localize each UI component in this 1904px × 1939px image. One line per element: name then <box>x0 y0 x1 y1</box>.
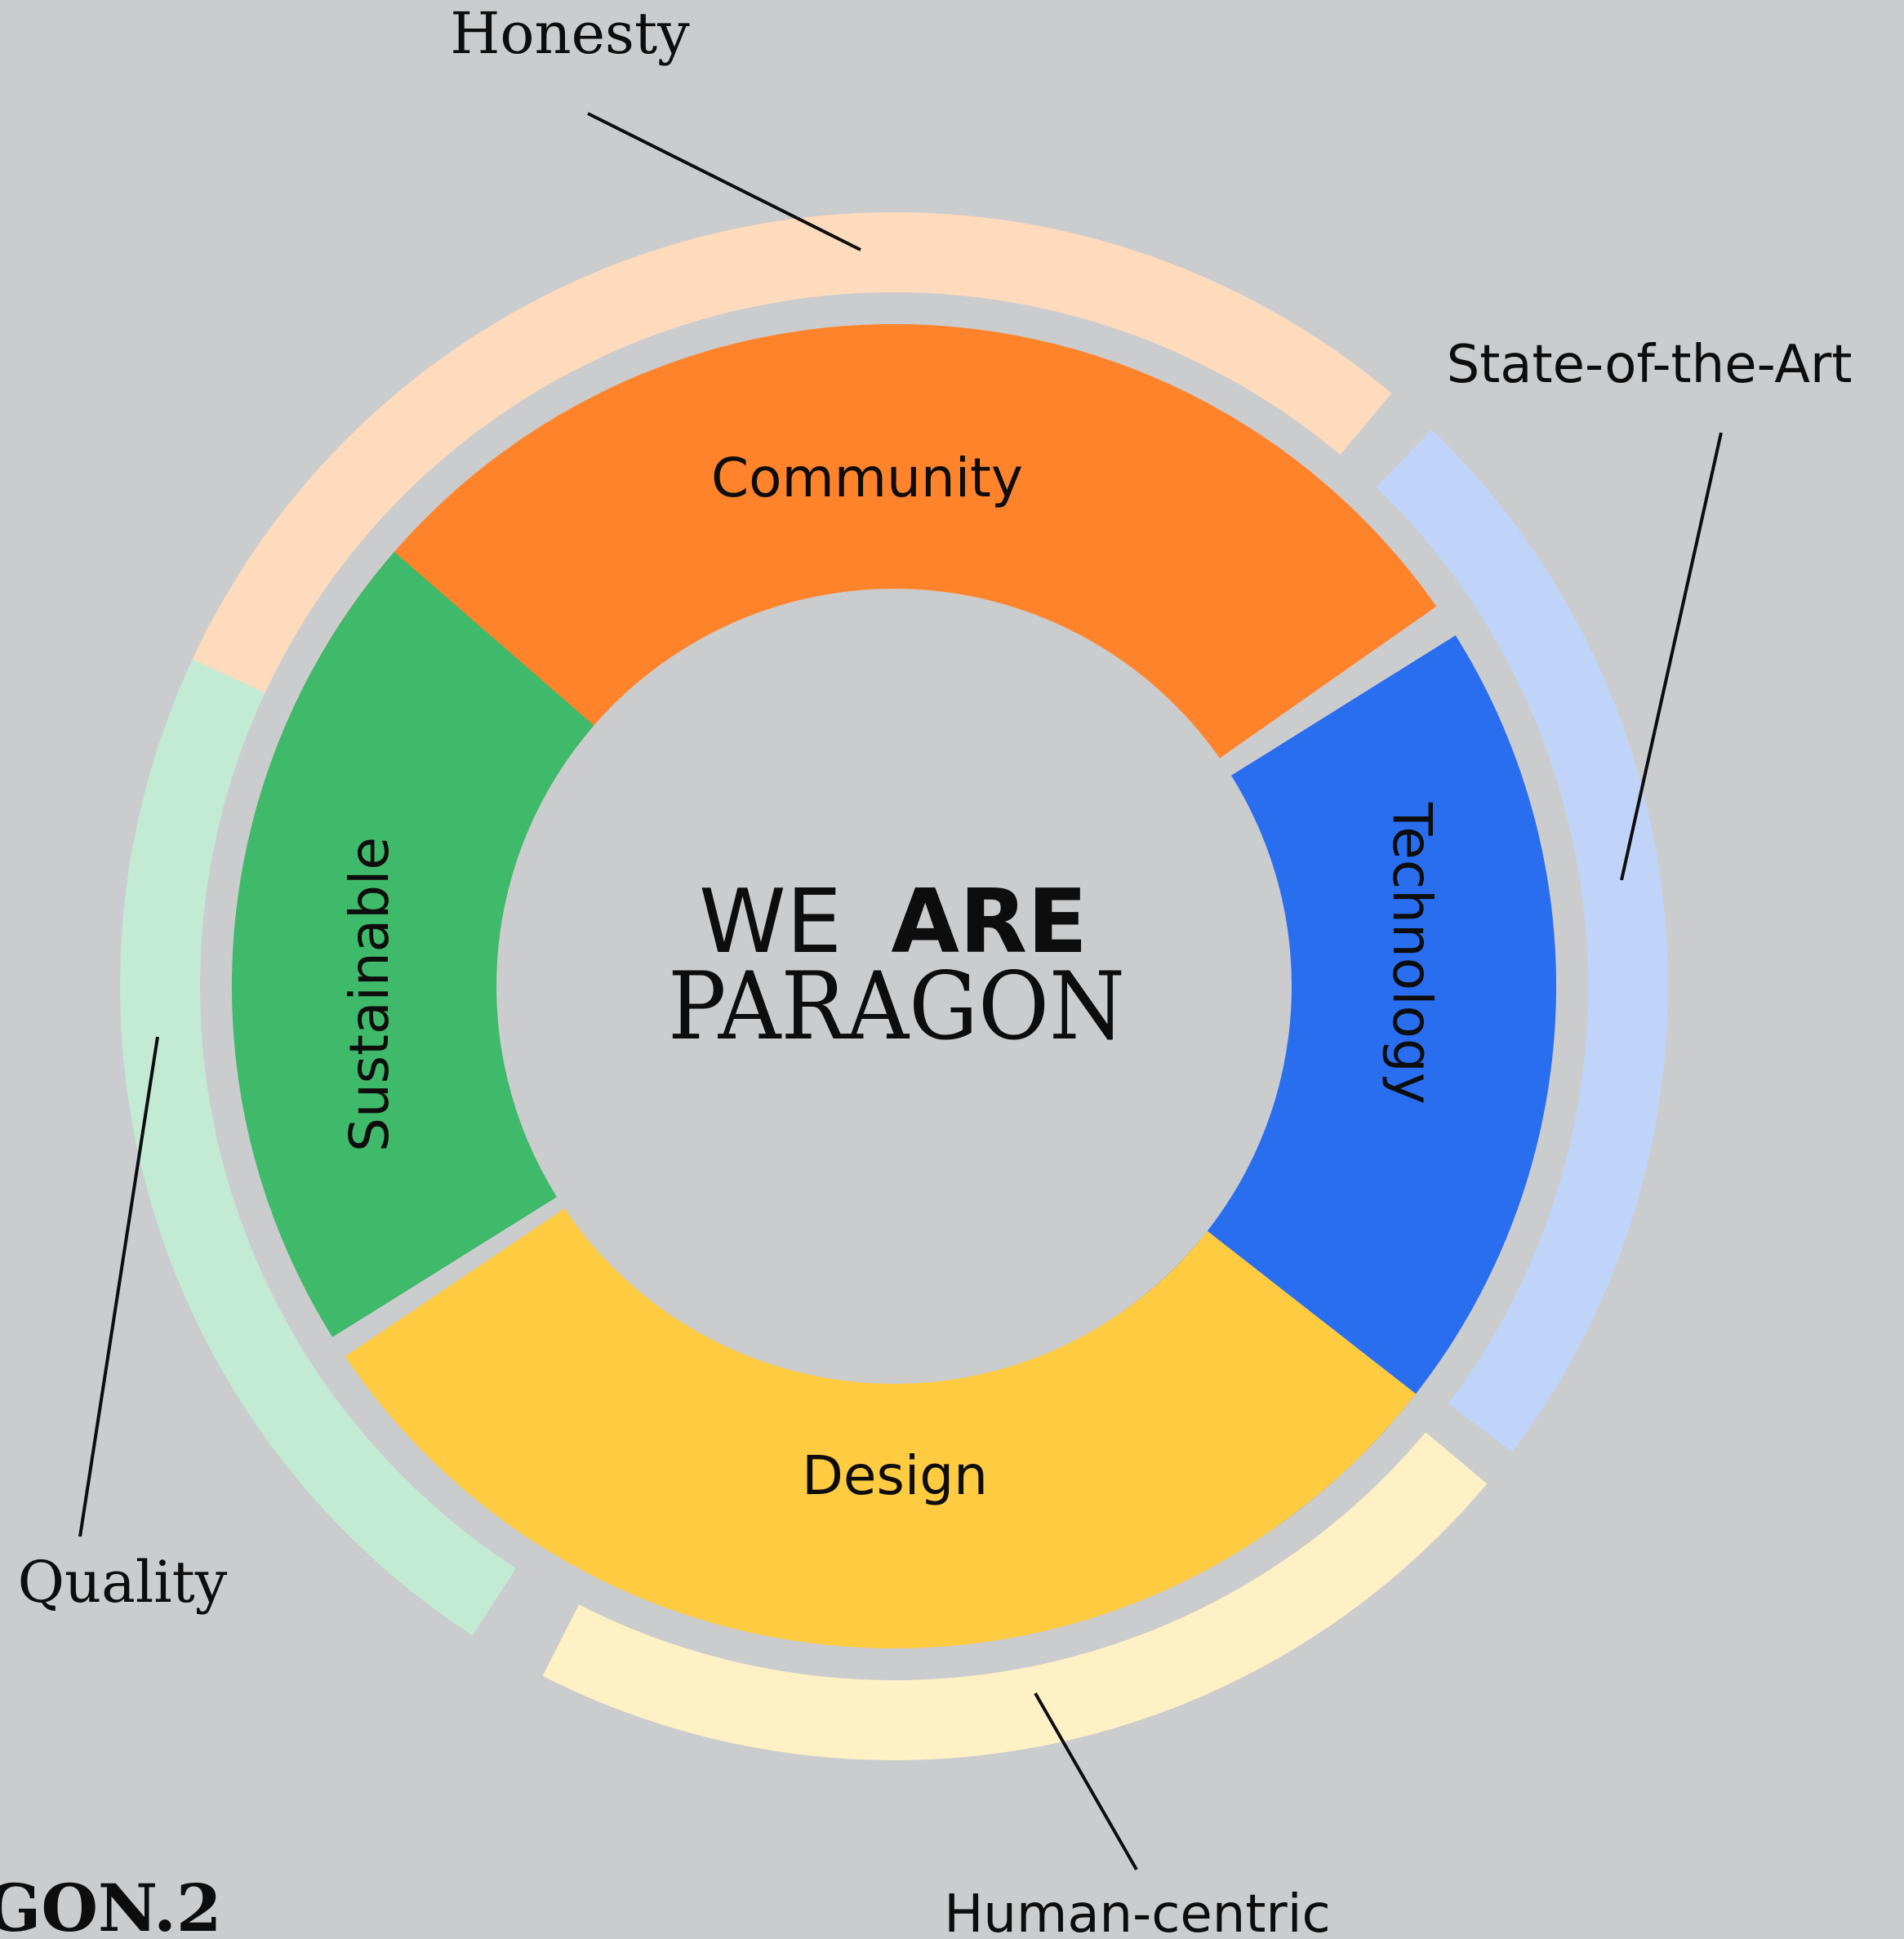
segment-label-design: Design <box>802 1444 988 1507</box>
leader-line-honesty <box>587 112 861 251</box>
center-title-are: ARE <box>891 871 1088 973</box>
leader-line-quality <box>78 1036 159 1537</box>
outer-ring-segment-human-centric <box>542 1432 1488 1761</box>
center-title-we: WE <box>699 871 842 973</box>
footer-logo: GON.2 <box>0 1870 222 1939</box>
outer-label-honesty: Honesty <box>450 0 690 67</box>
inner-ring-segment-sustainable <box>231 551 594 1337</box>
center-title-line1: WE ARE <box>699 871 1088 973</box>
outer-ring-segment-honesty <box>192 211 1392 693</box>
outer-ring-segment-state-of-the-art <box>1376 429 1668 1452</box>
inner-ring-segment-design <box>345 1208 1417 1648</box>
outer-label-quality: Quality <box>18 1549 228 1616</box>
leader-line-human-centric <box>1034 1692 1138 1870</box>
outer-label-state-of-the-art: State-of-the-Art <box>1447 335 1853 395</box>
outer-ring-segment-quality <box>119 659 517 1636</box>
segment-label-sustainable: Sustainable <box>338 837 401 1152</box>
segment-label-technology: Technology <box>1381 802 1444 1105</box>
outer-label-human-centric: Human-centric <box>944 1884 1330 1939</box>
leader-line-state-of-the-art <box>1620 432 1723 881</box>
segment-label-community: Community <box>711 447 1023 509</box>
center-title-paragon: PARAGON <box>668 952 1125 1061</box>
inner-ring-segment-community <box>326 323 1437 782</box>
